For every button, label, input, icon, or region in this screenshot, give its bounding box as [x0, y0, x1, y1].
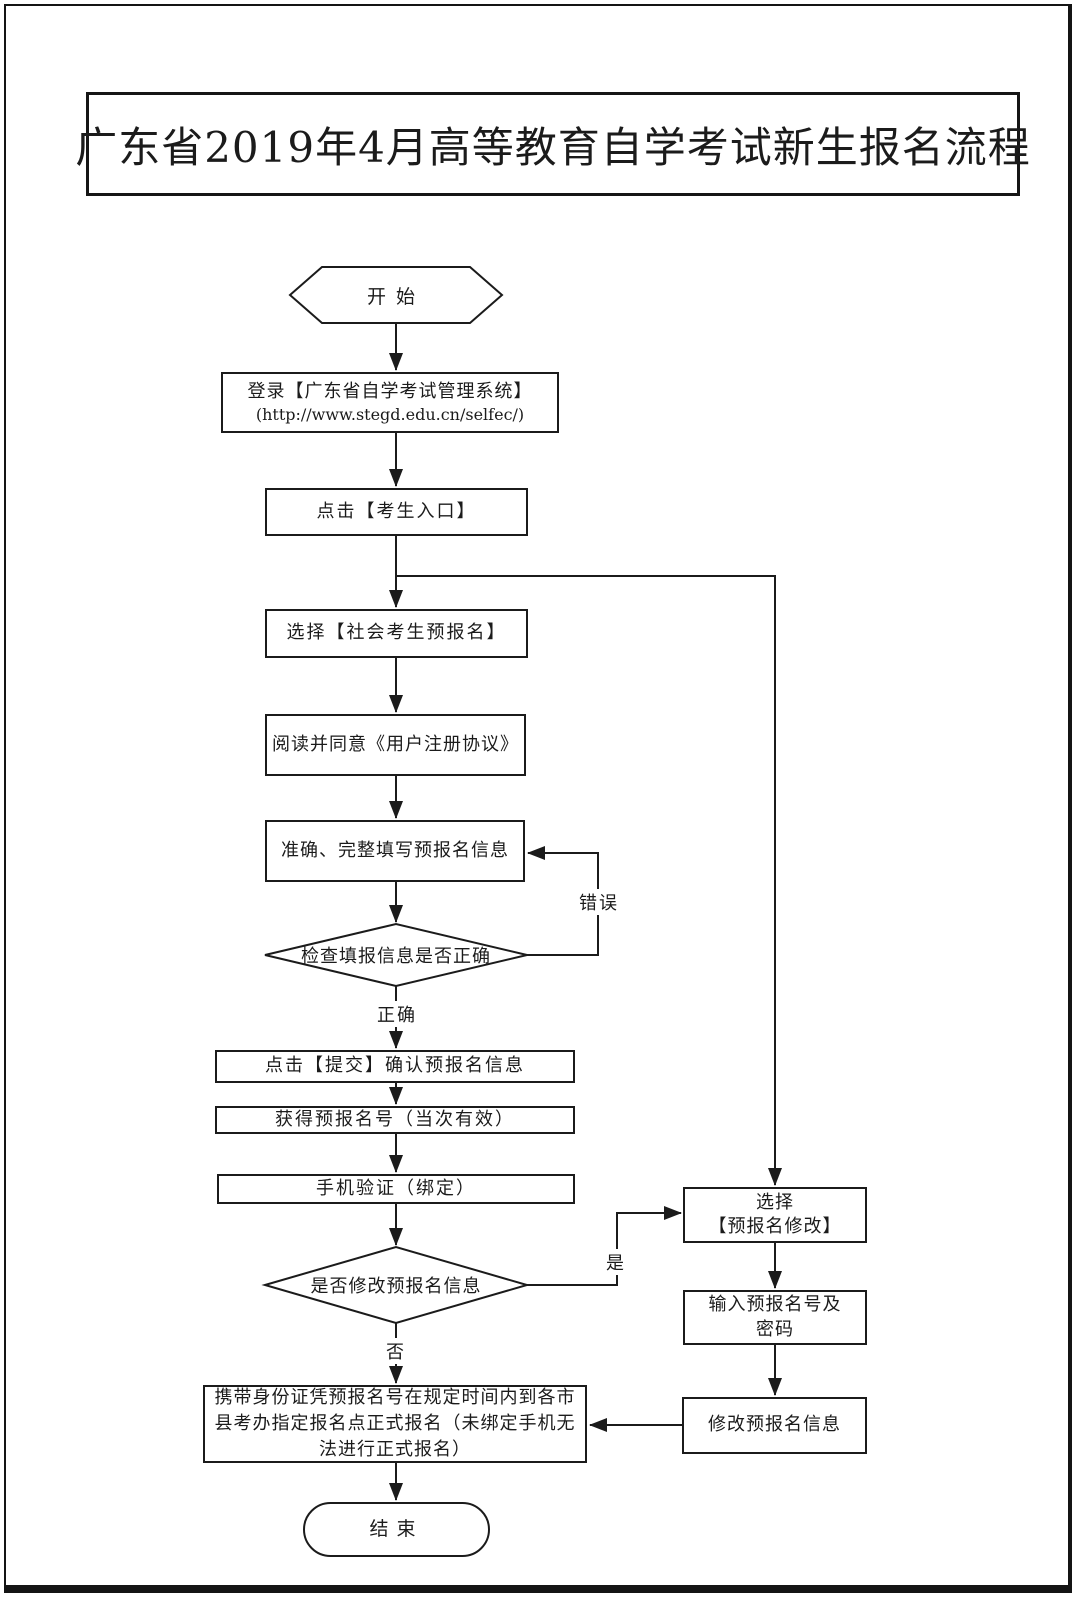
login-url: (http://www.stegd.edu.cn/selfec/) [255, 404, 525, 424]
login-box: 登录【广东省自学考试管理系统】 (http://www.stegd.edu.cn… [221, 372, 559, 433]
agreement-box: 阅读并同意《用户注册协议》 [265, 714, 526, 776]
edge-branch-to-select-modify [396, 575, 782, 1186]
end-node: 结束 [303, 1502, 490, 1557]
number-label: 获得预报名号（当次有效） [275, 1108, 515, 1130]
submit-box: 点击【提交】确认预报名信息 [215, 1050, 575, 1083]
edge-label-correct: 正确 [375, 1001, 419, 1027]
input-number-line1: 输入预报名号及 [708, 1294, 842, 1316]
input-number-box: 输入预报名号及 密码 [683, 1290, 867, 1345]
modify-info-label: 修改预报名信息 [708, 1414, 841, 1436]
login-line1: 登录【广东省自学考试管理系统】 [247, 380, 533, 402]
entrance-label: 点击【考生入口】 [316, 500, 477, 522]
select-modify-line2: 【预报名修改】 [708, 1216, 842, 1237]
fill-label: 准确、完整填写预报名信息 [281, 839, 509, 861]
entrance-box: 点击【考生入口】 [265, 488, 528, 536]
select-modify-box: 选择 【预报名修改】 [683, 1187, 867, 1243]
social-preregister-box: 选择【社会考生预报名】 [265, 609, 528, 658]
phone-verify-box: 手机验证（绑定） [217, 1174, 575, 1204]
phone-label: 手机验证（绑定） [316, 1177, 476, 1199]
input-number-line2: 密码 [756, 1318, 794, 1340]
end-label: 结束 [369, 1517, 424, 1540]
page-border [4, 4, 1072, 1593]
edge-label-yes: 是 [604, 1249, 628, 1275]
submit-label: 点击【提交】确认预报名信息 [265, 1055, 525, 1077]
edge-label-no: 否 [384, 1338, 408, 1364]
page-title: 广东省2019年4月高等教育自学考试新生报名流程 [75, 122, 1031, 172]
preregister-number-box: 获得预报名号（当次有效） [215, 1106, 575, 1134]
modify-decision-node: 是否修改预报名信息 [265, 1247, 527, 1323]
start-node: 开始 [290, 267, 502, 323]
start-hexagon-shape [288, 266, 504, 324]
fill-info-box: 准确、完整填写预报名信息 [265, 820, 525, 882]
modify-check-label: 是否修改预报名信息 [310, 1276, 482, 1297]
modify-info-box: 修改预报名信息 [682, 1397, 867, 1454]
check-decision-node: 检查填报信息是否正确 [265, 924, 527, 986]
formal-register-box: 携带身份证凭预报名号在规定时间内到各市县考办指定报名点正式报名（未绑定手机无法进… [203, 1385, 587, 1463]
social-label: 选择【社会考生预报名】 [286, 622, 507, 644]
agreement-label: 阅读并同意《用户注册协议》 [272, 733, 519, 755]
check-label: 检查填报信息是否正确 [301, 946, 491, 967]
edge-label-error: 错误 [577, 889, 621, 915]
select-modify-line1: 选择 [756, 1191, 794, 1213]
formal-label: 携带身份证凭预报名号在规定时间内到各市县考办指定报名点正式报名（未绑定手机无法进… [214, 1387, 576, 1460]
start-label: 开始 [366, 285, 425, 308]
title-box: 广东省2019年4月高等教育自学考试新生报名流程 [75, 92, 1030, 196]
